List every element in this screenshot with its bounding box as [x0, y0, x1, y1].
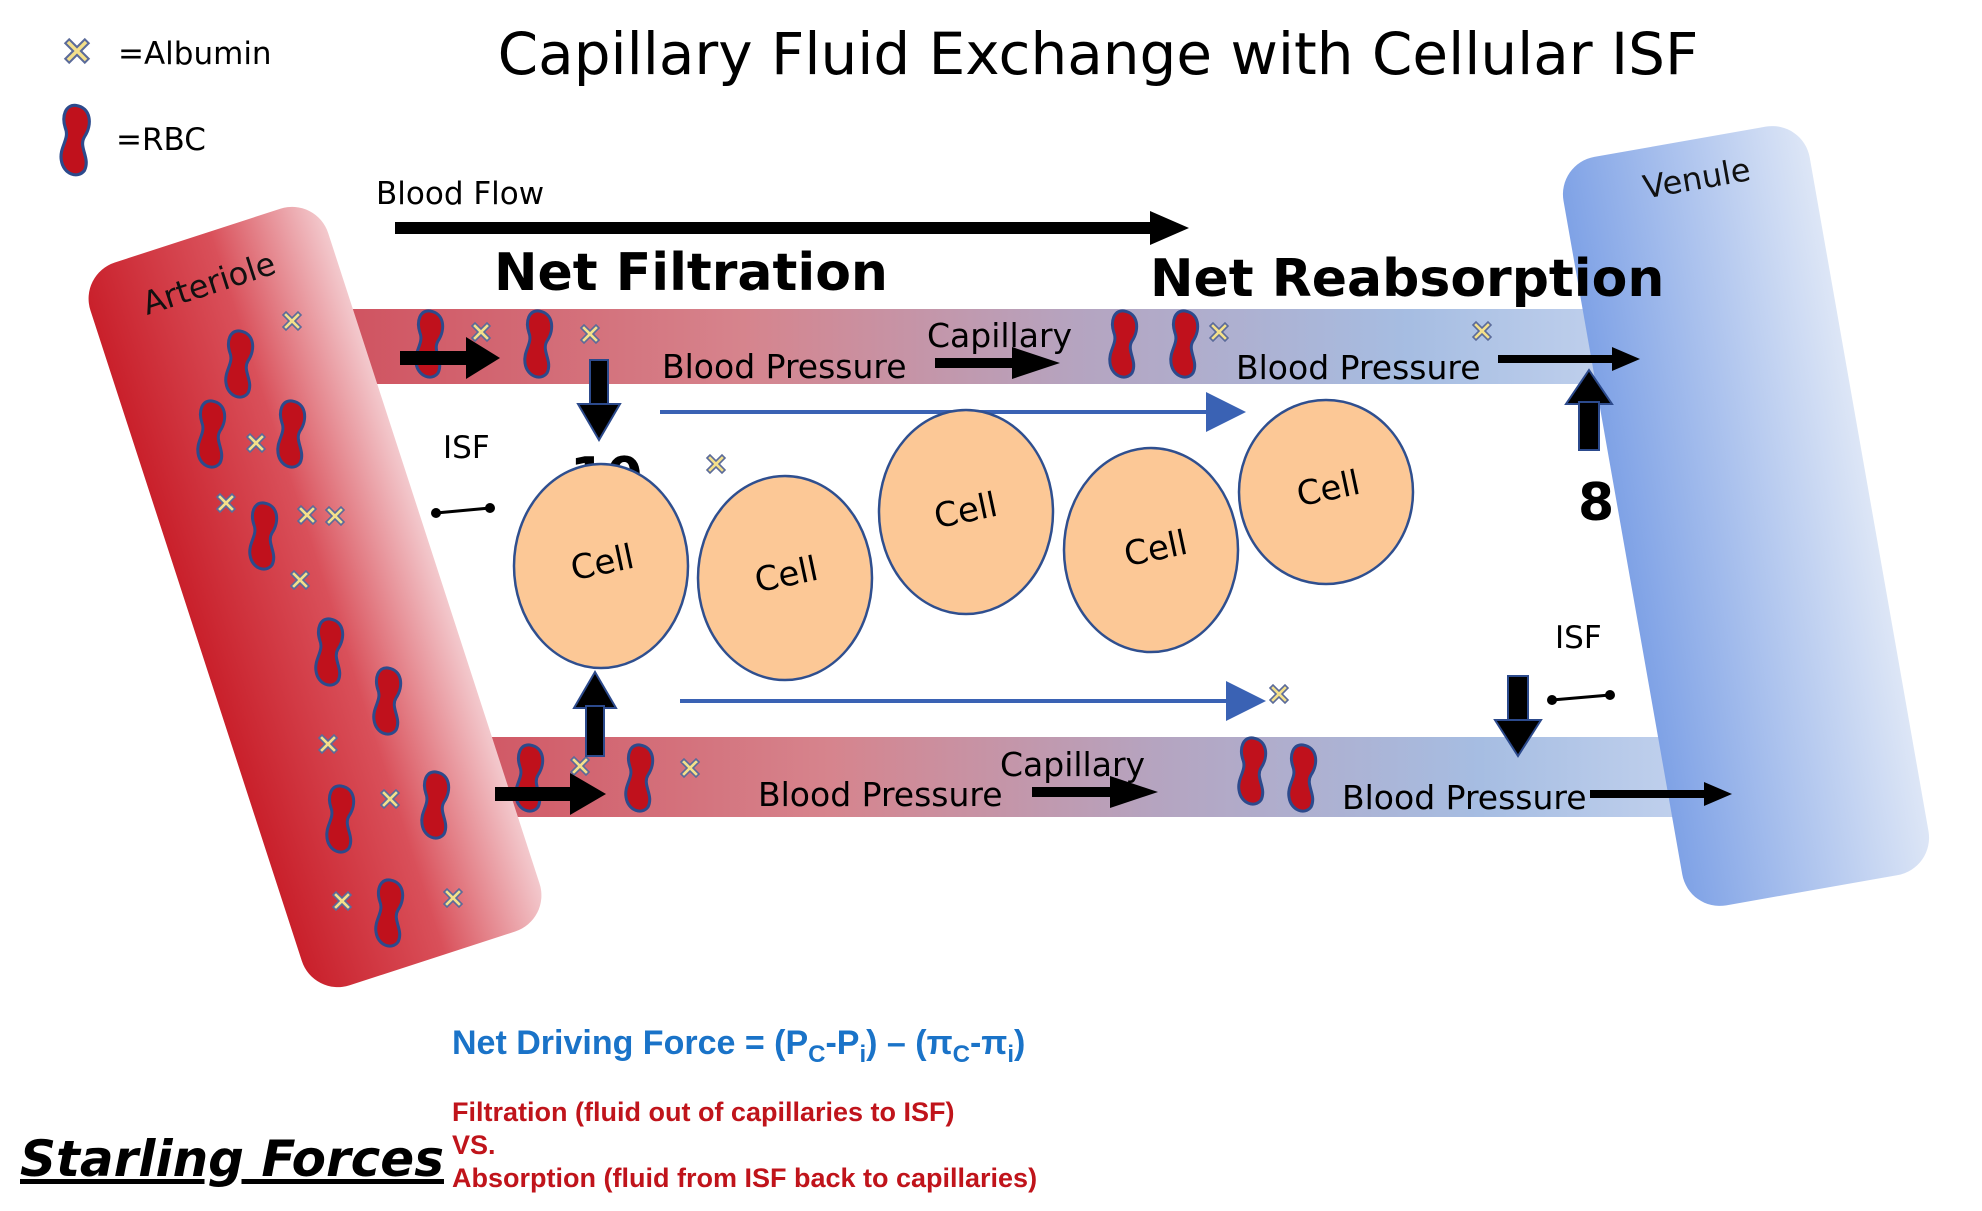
legend-albumin-label: =Albumin: [118, 36, 272, 72]
isf-exchange-icon: [431, 503, 495, 518]
absorption-note: Absorption (fluid from ISF back to capil…: [452, 1163, 1037, 1193]
capillary-top: [345, 309, 1675, 384]
net-driving-force-formula: Net Driving Force = (PC-Pi) – (πC-πi): [452, 1024, 1025, 1068]
starling-forces-title: Starling Forces: [20, 1130, 444, 1188]
flow-arrow-top-left: [400, 337, 500, 379]
filtration-arrow-down: [576, 359, 622, 442]
legend-rbc-label: =RBC: [116, 122, 206, 158]
capillary-label: Capillary: [1000, 745, 1145, 784]
flow-arrow-bottom-left: [495, 773, 606, 815]
albumin-icon: [1269, 684, 1289, 704]
venule: Venule: [1562, 126, 1930, 906]
capillary-bottom: [440, 737, 1740, 817]
isf-exchange-icon: [1547, 690, 1615, 705]
blood-pressure-label: Blood Pressure: [662, 347, 907, 386]
blood-pressure-label: Blood Pressure: [1342, 778, 1587, 817]
isf-label-left: ISF: [443, 430, 490, 466]
flow-arrow-bottom-right: [1590, 782, 1732, 806]
albumin-icon: [706, 454, 726, 474]
blood-flow-arrow: [395, 211, 1189, 245]
cell: Cell: [512, 462, 690, 670]
flow-arrow-top-right: [1498, 347, 1640, 371]
cell: Cell: [1062, 446, 1240, 654]
reabsorption-arrow-down: [1493, 675, 1543, 758]
filtration-note: Filtration (fluid out of capillaries to …: [452, 1097, 955, 1127]
flow-arrow-bottom-mid: [1032, 776, 1158, 808]
blood-pressure-label: Blood Pressure: [758, 775, 1003, 814]
page-title: Capillary Fluid Exchange with Cellular I…: [498, 20, 1699, 88]
legend: =Albumin =RBC: [59, 36, 272, 177]
rbc-icon: [59, 103, 91, 177]
net-filtration-heading: Net Filtration: [494, 243, 888, 303]
reabsorption-value: 8: [1578, 473, 1614, 533]
net-reabsorption-heading: Net Reabsorption: [1150, 249, 1664, 309]
albumin-icon: [64, 38, 90, 64]
blood-flow-label: Blood Flow: [376, 176, 544, 212]
flow-arrow-top-mid: [935, 347, 1060, 379]
cell: Cell: [877, 408, 1055, 616]
blood-pressure-label: Blood Pressure: [1236, 348, 1481, 387]
isf-label-right: ISF: [1555, 620, 1602, 656]
versus-note: VS.: [452, 1130, 496, 1160]
capillary-label: Capillary: [927, 316, 1072, 355]
filtration-arrow-up: [572, 670, 618, 757]
cell: Cell: [1237, 398, 1415, 586]
cell: Cell: [696, 474, 874, 682]
reabsorption-arrow-up: [1564, 368, 1614, 451]
